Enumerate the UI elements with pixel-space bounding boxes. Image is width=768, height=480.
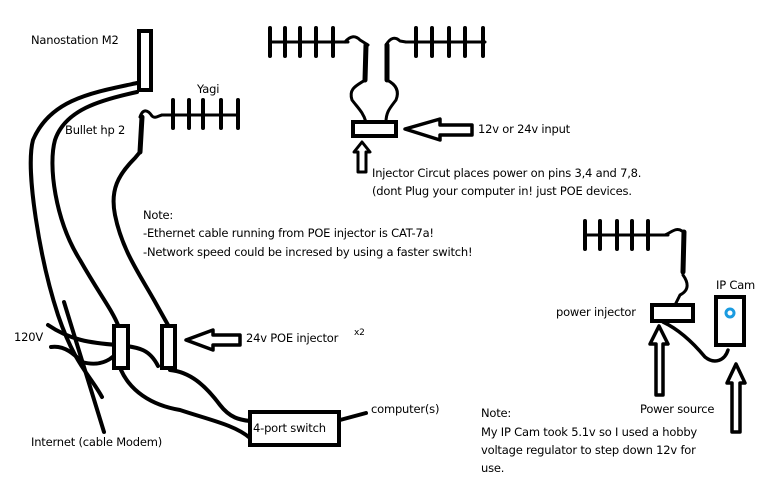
ip-cam-body — [714, 295, 746, 347]
ip-cam-label: IP Cam — [716, 278, 756, 292]
yagi-antenna — [160, 98, 240, 130]
poe-injector-arrow — [184, 328, 242, 352]
center-note-line: -Ethernet cable running from POE injecto… — [143, 226, 434, 240]
internet-cable — [62, 300, 106, 434]
top-cable-left — [349, 78, 368, 124]
power-source-label: Power source — [640, 402, 715, 416]
injector1-to-switch-cable — [119, 368, 252, 440]
power-source-arrow-injector — [648, 324, 670, 397]
nanostation-cable-inner — [50, 90, 139, 327]
bottom-note-line: voltage regulator to step down 12v for — [481, 443, 696, 457]
poe-injector-1 — [112, 324, 130, 370]
bottom-note-line: My IP Cam took 5.1v so I used a hobby — [481, 425, 698, 439]
switch-box — [248, 410, 341, 447]
input-power-arrow — [403, 117, 474, 142]
power-source-arrow-cam — [725, 362, 747, 434]
power-120v-label: 120V — [14, 330, 44, 344]
yagi-antenna-left — [268, 26, 350, 58]
poe-injector-label: 24v POE injector — [246, 331, 339, 345]
power-cable-120v-bottom — [49, 344, 118, 366]
poe-injector-2 — [160, 324, 177, 370]
input-power-label: 12v or 24v input — [478, 122, 570, 136]
injector-note-line1: Injector Circut places power on pins 3,4… — [372, 166, 642, 180]
bullet-cable — [111, 150, 170, 327]
yagi-label: Yagi — [197, 82, 220, 96]
camera-power-injector — [650, 303, 695, 323]
yagi-antenna-right — [404, 26, 487, 58]
switch-label: 4-port switch — [253, 421, 326, 435]
top-injector-box — [351, 120, 398, 138]
yagi-left-connector — [343, 35, 370, 47]
nanostation-label: Nanostation M2 — [31, 33, 119, 47]
switch-to-computer-cable — [338, 411, 368, 422]
center-note-title: Note: — [143, 208, 174, 222]
injector2-to-switch-cable — [168, 368, 252, 423]
bottom-note-line: use. — [481, 461, 505, 475]
center-note-line: -Network speed could be incresed by usin… — [143, 245, 473, 259]
bottom-note-title: Note: — [481, 406, 512, 420]
bullet-device — [137, 114, 145, 155]
internet-label: Internet (cable Modem) — [31, 435, 163, 449]
bullet-device-left — [362, 42, 369, 83]
injector-note-line2: (dont Plug your computer in! just POE de… — [372, 184, 632, 198]
injector-note-arrow — [352, 140, 372, 174]
injector-to-cam-cable — [661, 320, 730, 363]
camera-bullet-device — [680, 229, 687, 275]
nanostation-device — [137, 29, 153, 92]
poe-injector-count: x2 — [354, 328, 365, 338]
bullet-to-yagi-connector — [138, 109, 164, 119]
computers-label: computer(s) — [371, 402, 440, 416]
camera-bullet-cable — [673, 273, 689, 307]
top-cable-right — [384, 78, 399, 124]
camera-yagi-connector — [663, 228, 684, 237]
ip-cam-lens — [724, 307, 736, 319]
power-injector-label: power injector — [556, 305, 636, 319]
yagi-antenna-camera — [583, 219, 670, 251]
bullet-label: Bullet hp 2 — [65, 123, 126, 137]
